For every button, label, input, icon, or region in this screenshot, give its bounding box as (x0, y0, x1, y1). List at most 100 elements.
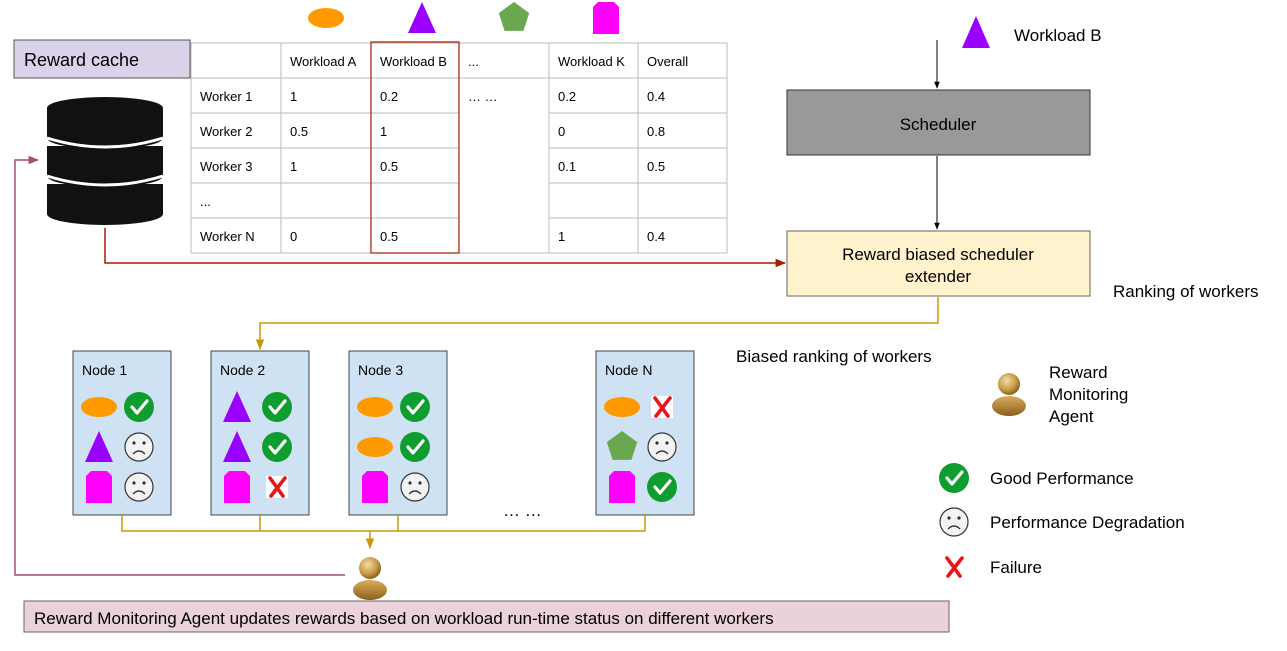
triangle-icon (85, 431, 113, 462)
ellipse-icon (357, 437, 393, 457)
legend-label: Failure (990, 558, 1042, 577)
cross-icon (266, 476, 288, 498)
table-row-label: Worker 3 (200, 159, 253, 174)
table-row-label: ... (200, 194, 211, 209)
table-cell: 0.2 (558, 89, 576, 104)
ellipse-icon (357, 397, 393, 417)
cross-icon (943, 556, 965, 578)
sad-face-icon (939, 507, 969, 537)
tag-icon (593, 2, 619, 34)
scheduler-box: Scheduler (786, 89, 1091, 156)
table-cell: 0 (558, 124, 565, 139)
tag-icon (609, 471, 635, 503)
table-header-cell: Workload K (558, 54, 625, 69)
check-icon (124, 392, 154, 422)
node-title: Node 3 (358, 362, 403, 378)
agent-label-line2: Monitoring (1049, 385, 1128, 404)
triangle-icon (223, 391, 251, 422)
check-icon (939, 463, 969, 493)
table-header-cell: ... (468, 54, 479, 69)
triangle-icon (223, 431, 251, 462)
extender-label-line1: Reward biased scheduler (842, 245, 1034, 264)
legend-label: Good Performance (990, 469, 1134, 488)
reward-cache-label-box (13, 39, 191, 79)
incoming-workload-label: Workload B (1014, 26, 1102, 45)
agent-label-line1: Reward (1049, 363, 1108, 382)
node-card: Node 1 (72, 350, 172, 516)
legend-label: Performance Degradation (990, 513, 1185, 532)
table-cell: 1 (380, 124, 387, 139)
extender-label-line2: extender (905, 267, 971, 286)
table-header-cell: Workload A (290, 54, 357, 69)
workload-shape-legend (308, 2, 619, 34)
ellipse-icon (604, 397, 640, 417)
triangle-icon (408, 2, 436, 33)
agent-icon (353, 557, 387, 600)
check-icon (400, 392, 430, 422)
node-to-agent-connectors (121, 515, 646, 550)
table-cell: 0.2 (380, 89, 398, 104)
tag-icon (224, 471, 250, 503)
sad-face-icon (124, 472, 154, 502)
sad-face-icon (400, 472, 430, 502)
table-cell: 0.5 (647, 159, 665, 174)
extender-box: Reward biased scheduler extender (786, 230, 1091, 297)
worker-nodes: Node 1 Node 2 Node 3 Node N (72, 350, 695, 516)
sad-face-icon (647, 432, 677, 462)
tag-icon (362, 471, 388, 503)
triangle-icon (962, 16, 990, 48)
table-cell: 1 (290, 89, 297, 104)
table-cell: … … (468, 89, 498, 104)
check-icon (400, 432, 430, 462)
reward-cache-group: Reward cache (13, 39, 191, 225)
node-card: Node 2 (210, 350, 310, 516)
highlighted-column-box (370, 41, 460, 254)
table-cell: 1 (558, 229, 565, 244)
caption-text: Reward Monitoring Agent updates rewards … (34, 609, 774, 628)
node-title: Node 1 (82, 362, 127, 378)
table-header-cell: Overall (647, 54, 688, 69)
node-title: Node N (605, 362, 652, 378)
table-cell: 0.8 (647, 124, 665, 139)
agent-legend-icon (992, 373, 1026, 416)
ellipse-icon (81, 397, 117, 417)
table-cell: 0.5 (380, 159, 398, 174)
cache-to-extender-arrow (104, 228, 787, 268)
incoming-workload: Workload B (962, 16, 1102, 48)
table-row-label: Worker 2 (200, 124, 253, 139)
table-cell: 0.5 (380, 229, 398, 244)
table-cell: 1 (290, 159, 297, 174)
check-icon (262, 392, 292, 422)
table-cell: 0.5 (290, 124, 308, 139)
biased-ranking-label: Biased ranking of workers (736, 347, 932, 366)
table-cell: 0.4 (647, 89, 665, 104)
node-card: Node 3 (348, 350, 448, 516)
cross-icon (651, 396, 673, 418)
nodes-ellipsis: … … (503, 501, 542, 520)
table-row-label: Worker 1 (200, 89, 253, 104)
node-title: Node 2 (220, 362, 265, 378)
table-cell: 0.1 (558, 159, 576, 174)
table-header-cell: Workload B (380, 54, 447, 69)
node-card: Node N (595, 350, 695, 516)
ranking-label: Ranking of workers (1113, 282, 1259, 301)
tag-icon (86, 471, 112, 503)
scheduler-label: Scheduler (900, 115, 977, 134)
database-icon (46, 97, 164, 225)
check-icon (262, 432, 292, 462)
table-cell: 0.4 (647, 229, 665, 244)
caption-box: Reward Monitoring Agent updates rewards … (23, 600, 950, 633)
agent-label-line3: Agent (1049, 407, 1094, 426)
agent-to-cache-arrow (14, 155, 345, 576)
ellipse-icon (308, 8, 344, 28)
table-row-label: Worker N (200, 229, 255, 244)
check-icon (647, 472, 677, 502)
sad-face-icon (124, 432, 154, 462)
pentagon-icon (498, 2, 530, 31)
pentagon-icon (606, 431, 638, 460)
table-cell: 0 (290, 229, 297, 244)
reward-cache-label: Reward cache (24, 50, 139, 70)
extender-to-node-arrow (255, 297, 939, 351)
